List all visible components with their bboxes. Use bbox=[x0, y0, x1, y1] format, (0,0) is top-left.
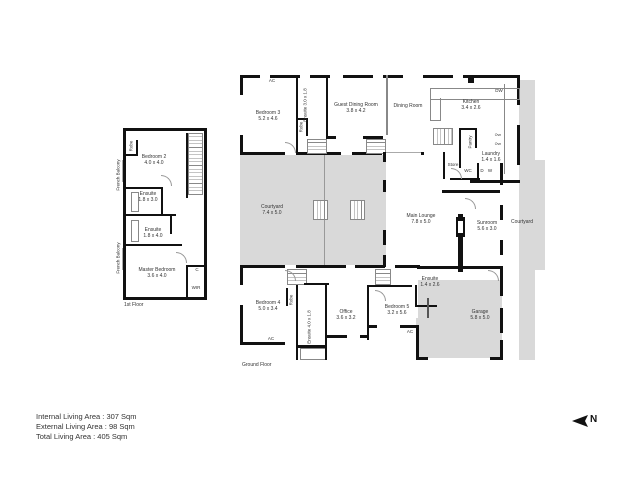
dryer-label: D bbox=[480, 168, 484, 173]
ac-label-bottom-left: AC bbox=[267, 336, 275, 341]
north-arrow-icon bbox=[572, 415, 588, 427]
room-courtyard-east: Courtyard bbox=[511, 219, 533, 225]
oven-label-2: Ovn bbox=[494, 142, 502, 146]
room-ensuite-gf-1: Ensuite 3.0 x 1.8 bbox=[302, 88, 308, 122]
store-label: Store bbox=[447, 162, 459, 167]
oven-label-1: Ovn bbox=[494, 133, 502, 137]
ac-label-bottom-right: AC bbox=[406, 329, 414, 334]
robe-label-b3: Robe bbox=[298, 121, 304, 133]
washer-label: W bbox=[487, 168, 493, 173]
wir-label: WIR bbox=[191, 285, 201, 290]
internal-area: Internal Living Area : 307 Sqm bbox=[36, 412, 137, 421]
ac-label-top: AC bbox=[268, 78, 276, 83]
courtyard-east bbox=[519, 80, 535, 360]
room-ensuite-gf-2: Ensuite 4.0 x 1.8 bbox=[306, 310, 312, 344]
room-dining: Dining Room bbox=[393, 103, 423, 109]
compass-label: N bbox=[590, 414, 598, 425]
ground-floor-label: Ground Floor bbox=[242, 362, 272, 368]
total-area: Total Living Area : 405 Sqm bbox=[36, 432, 128, 441]
external-area: External Living Area : 98 Sqm bbox=[36, 422, 135, 431]
robe-label-b4: Robe bbox=[288, 294, 294, 306]
pantry-label: Pantry bbox=[467, 135, 473, 149]
dw-label: DW bbox=[495, 88, 503, 93]
wc-label: WC bbox=[464, 168, 472, 173]
first-floor-label: 1st Floor bbox=[124, 302, 144, 308]
compass: N bbox=[572, 414, 602, 428]
garage-area bbox=[418, 280, 502, 358]
cupboard-label: C bbox=[195, 267, 199, 272]
